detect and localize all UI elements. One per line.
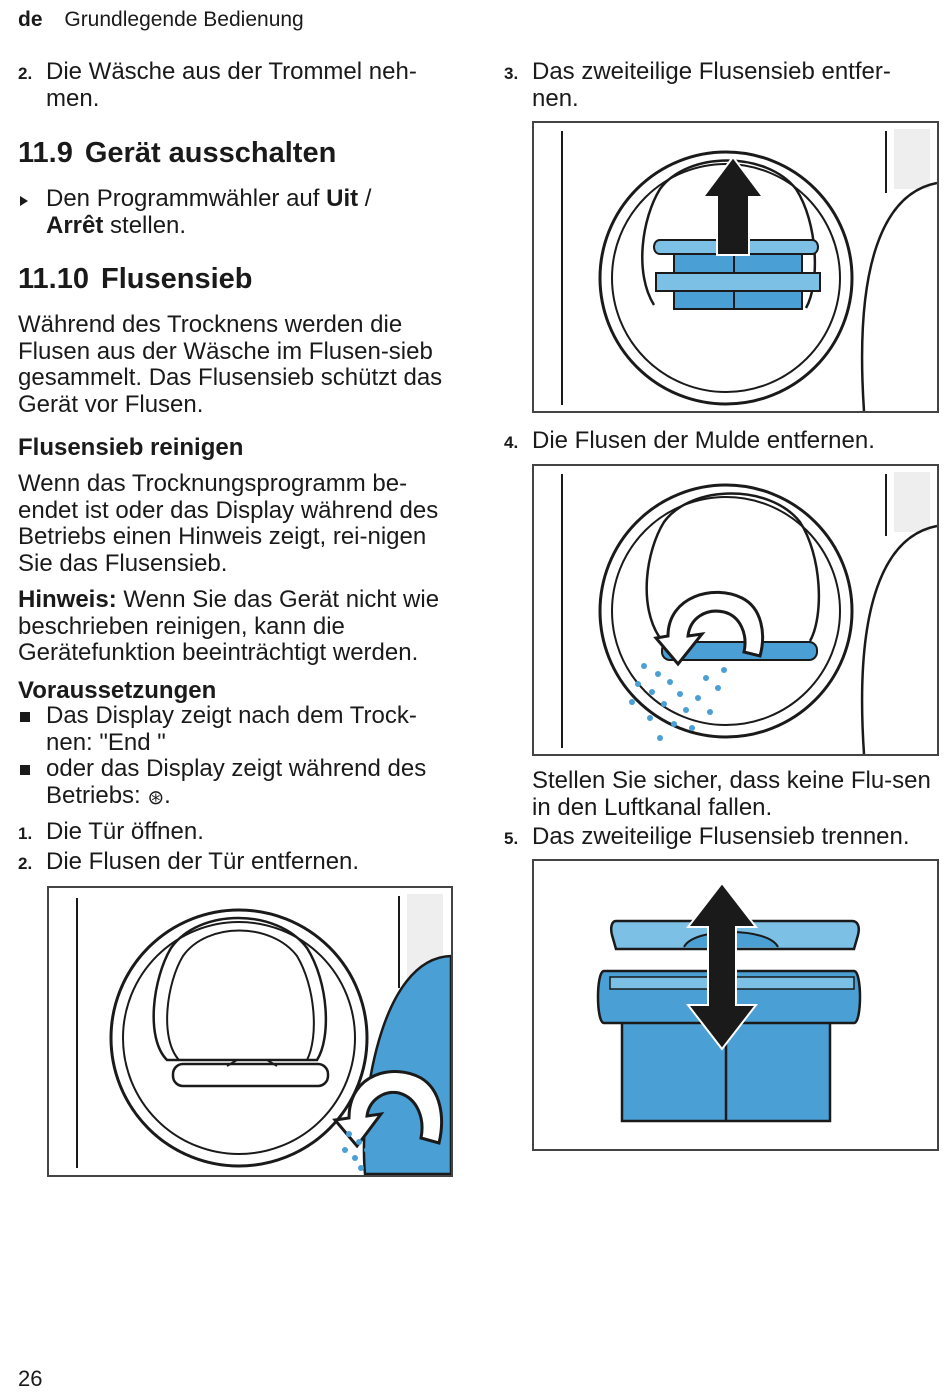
page-number: 26 <box>18 1366 43 1391</box>
square-bullet-icon <box>20 712 30 722</box>
square-bullet-icon <box>20 765 30 775</box>
lint-filter-icon: ⊛ <box>147 786 165 809</box>
page-header: de Grundlegende Bedienung <box>18 8 304 32</box>
section-name: Grundlegende Bedienung <box>64 8 304 31</box>
language-tag: de <box>18 8 43 31</box>
note-paragraph: Hinweis: Wenn Sie das Gerät nicht wie be… <box>18 586 440 666</box>
separate-filter-illustration <box>596 881 862 1123</box>
figure-trough-lint <box>532 464 939 756</box>
clean-paragraph: Wenn das Trocknungsprogramm be-endet ist… <box>18 470 439 577</box>
prereq-heading: Voraussetzungen <box>18 677 217 704</box>
door-lint-illustration <box>76 894 453 1176</box>
figure-remove-filter <box>532 121 939 413</box>
caution-paragraph: Stellen Sie sicher, dass keine Flu-sen i… <box>532 767 931 821</box>
triangle-bullet-icon <box>20 196 28 206</box>
figure-door-lint <box>47 886 453 1177</box>
trough-lint-illustration <box>561 472 938 755</box>
figure-separate-filter <box>532 859 939 1151</box>
subheading-clean: Flusensieb reinigen <box>18 434 244 461</box>
remove-filter-illustration <box>561 129 938 412</box>
intro-paragraph: Während des Trocknens werden die Flusen … <box>18 311 443 418</box>
